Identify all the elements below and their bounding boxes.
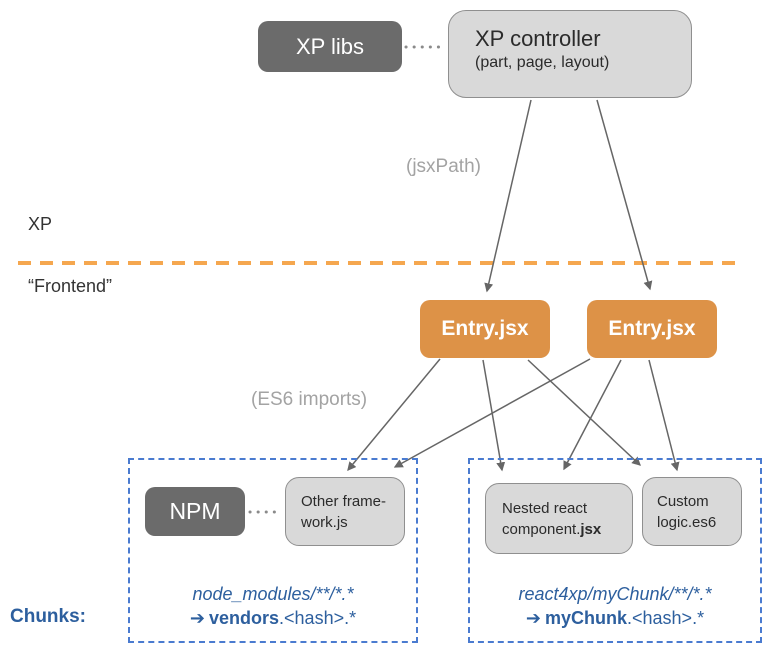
xp-libs-box: XP libs [258,21,402,72]
chunks-caption: Chunks: [10,606,86,627]
entry-jsx-box-left: Entry.jsx [420,300,550,358]
custom-logic-box: Custom logic.es6 [642,477,742,546]
arrow-entryleft-framework [347,358,441,472]
mychunk-glob-pattern: react4xp/myChunk/**/*.* [518,584,712,604]
other-framework-box: Other frame- work.js [285,477,405,546]
xp-controller-subtitle: (part, page, layout) [475,54,610,72]
vendors-output-line: ➔vendors.<hash>.* [128,608,418,629]
mychunk-output-name: myChunk [545,608,628,628]
right-arrow-icon: ➔ [525,608,541,628]
arrow-entryright-custom [648,359,680,472]
mychunk-output-line: ➔myChunk.<hash>.* [468,608,762,629]
xp-libs-label: XP libs [295,33,365,59]
arrow-controller-entry-right [596,99,653,291]
xp-controller-box: XP controller (part, page, layout) [448,10,692,98]
entry-jsx-label-right: Entry.jsx [608,317,696,340]
right-arrow-icon: ➔ [189,608,205,628]
entry-jsx-box-right: Entry.jsx [587,300,717,358]
nested-react-box: Nested react component.jsx [485,483,633,554]
es6-imports-label: (ES6 imports) [251,389,368,410]
nested-react-line2-bold: jsx [580,521,602,538]
other-framework-line2: work.js [301,514,348,531]
frontend-zone-label: “Frontend” [28,276,113,296]
npm-box: NPM [145,487,245,536]
nested-react-line1: Nested react [502,500,588,517]
vendors-output-name: vendors [209,608,280,628]
arrow-controller-entry-left [484,99,532,293]
vendors-output-suffix: .<hash>.* [279,608,357,628]
other-framework-line1: Other frame- [301,493,387,510]
mychunk-container [468,458,762,643]
custom-logic-line1: Custom [657,493,709,510]
custom-logic-line2: logic.es6 [657,514,717,531]
vendors-chunk-container [128,458,418,643]
xp-controller-title: XP controller [475,26,601,51]
jsxpath-label: (jsxPath) [406,156,481,177]
nested-react-line2: component.jsx [502,519,624,540]
arrow-entryleft-nested [482,359,506,472]
xp-zone-label: XP [28,214,53,234]
vendors-glob-pattern: node_modules/**/*.* [192,584,354,604]
mychunk-output-suffix: .<hash>.* [627,608,705,628]
entry-jsx-label-left: Entry.jsx [441,317,529,340]
nested-react-line2-normal: component. [502,521,581,538]
arrow-entryleft-custom [527,359,641,466]
arrow-entryright-framework [393,358,591,468]
arrow-entryright-nested [563,359,622,471]
npm-label: NPM [169,498,221,524]
